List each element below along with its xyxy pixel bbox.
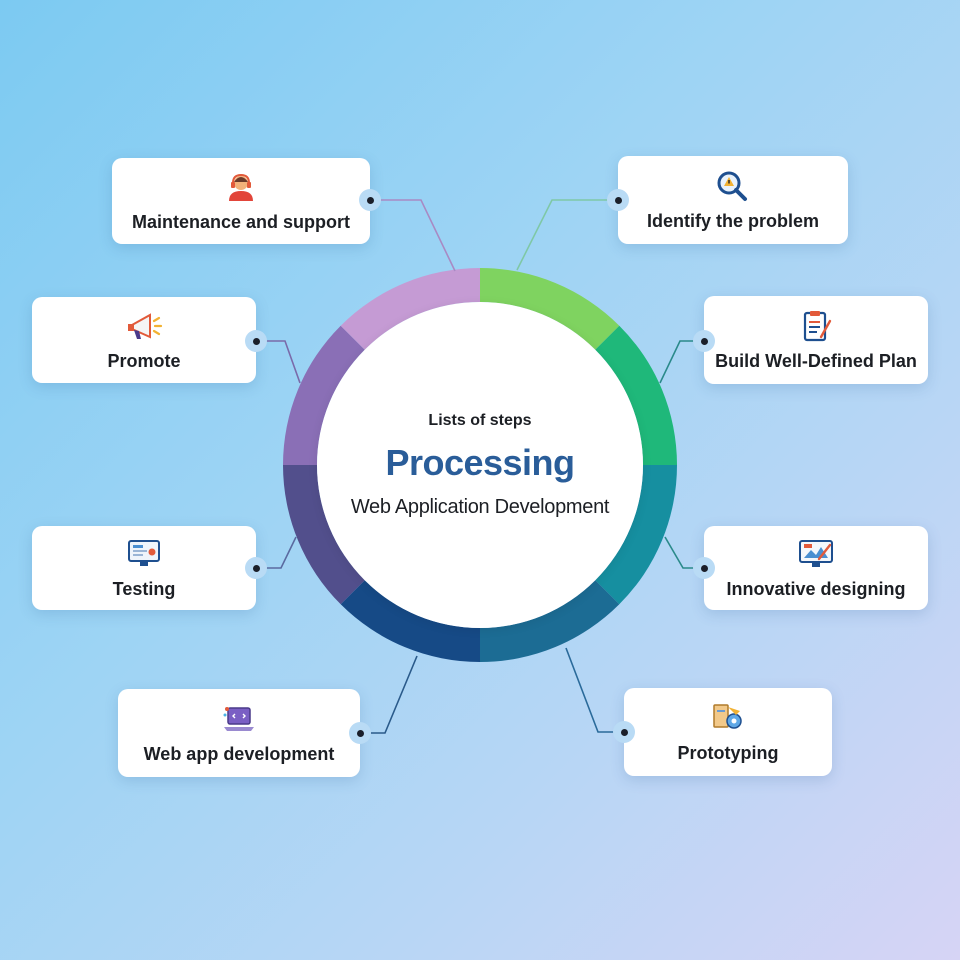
step-card-build-plan[interactable]: Build Well-Defined Plan <box>704 296 928 384</box>
step-label: Testing <box>112 578 176 599</box>
connector-line-maintenance <box>370 199 456 272</box>
center-title: Processing <box>385 441 575 483</box>
step-label: Build Well-Defined Plan <box>715 350 917 371</box>
center-subtitle: Web Application Development <box>350 495 610 518</box>
ring-segment-6 <box>283 465 365 605</box>
ring-segment-4 <box>480 580 620 662</box>
megaphone-icon <box>124 309 164 343</box>
step-label: Web app development <box>143 743 335 764</box>
connector-line-identify <box>516 199 620 271</box>
step-card-identify-problem[interactable]: Identify the problem <box>618 156 848 244</box>
step-card-testing[interactable]: Testing <box>32 526 256 610</box>
step-label: Promote <box>107 350 181 371</box>
step-label: Maintenance and support <box>131 211 351 232</box>
prototype-tools-icon <box>710 701 746 735</box>
clipboard-checklist-icon <box>799 309 833 343</box>
connector-dot-prototype <box>613 721 635 743</box>
ring-segment-2 <box>595 325 677 465</box>
connector-line-prototype <box>565 647 624 733</box>
step-card-web-app-development[interactable]: Web app development <box>118 689 360 777</box>
step-label: Innovative designing <box>726 578 906 599</box>
laptop-code-icon <box>221 702 257 736</box>
step-label: Identify the problem <box>646 210 819 231</box>
step-card-innovative-designing[interactable]: Innovative designing <box>704 526 928 610</box>
ring-segment-3 <box>595 465 677 605</box>
center-circle: Lists of steps Processing Web Applicatio… <box>317 302 643 628</box>
testing-screen-icon <box>126 537 162 571</box>
support-agent-icon <box>224 170 258 204</box>
step-card-maintenance-support[interactable]: Maintenance and support <box>112 158 370 244</box>
connector-dot-identify <box>607 189 629 211</box>
ring-segment-5 <box>340 580 480 662</box>
center-kicker: Lists of steps <box>428 411 532 429</box>
ring-segment-7 <box>283 325 365 465</box>
step-card-promote[interactable]: Promote <box>32 297 256 383</box>
process-ring <box>283 268 677 662</box>
connector-dot-design <box>693 557 715 579</box>
connector-dot-promote <box>245 330 267 352</box>
magnifier-warning-icon <box>714 169 752 203</box>
connector-dot-maintenance <box>359 189 381 211</box>
design-monitor-icon <box>797 537 835 571</box>
ring-segment-8 <box>340 268 480 350</box>
step-card-prototyping[interactable]: Prototyping <box>624 688 832 776</box>
step-label: Prototyping <box>677 742 779 763</box>
connector-dot-testing <box>245 557 267 579</box>
ring-segment-1 <box>480 268 620 350</box>
connector-dot-plan <box>693 330 715 352</box>
connector-dot-webapp <box>349 722 371 744</box>
connector-line-webapp <box>360 655 418 734</box>
